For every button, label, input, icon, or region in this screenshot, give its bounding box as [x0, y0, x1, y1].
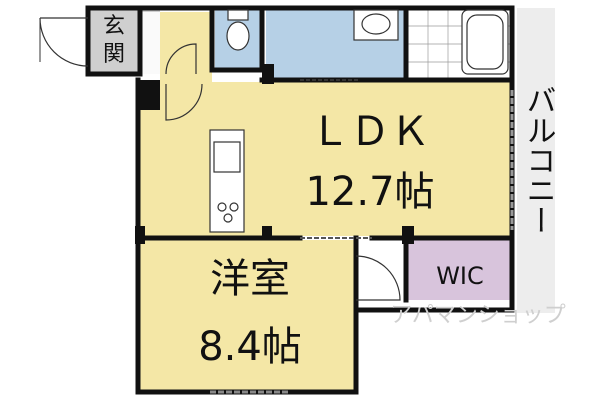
hallway-door	[165, 83, 203, 121]
western-room-size-label: 8.4帖	[198, 324, 302, 370]
washbasin	[353, 9, 399, 41]
kitchen-counter	[209, 129, 245, 233]
ldk-size-label: 12.7帖	[305, 169, 434, 215]
entrance-door	[39, 17, 89, 67]
western-room-floor	[140, 240, 354, 390]
entrance-inner-door	[165, 43, 197, 75]
toilet-fixture	[226, 9, 250, 51]
wic-floor	[408, 240, 512, 300]
western-room-name-label: 洋室	[210, 256, 290, 302]
structure-columns	[135, 64, 414, 244]
ldk-floor	[140, 82, 512, 236]
balcony	[517, 8, 555, 313]
wic-door	[355, 255, 401, 301]
watermark: アパマンショップ	[390, 303, 566, 328]
balcony-label: バルコニー	[521, 85, 556, 235]
ldk-name-label: ＬＤＫ	[310, 109, 430, 155]
entrance-label-line1: 玄関	[103, 14, 125, 67]
entrance-label-char: 玄	[103, 14, 125, 39]
bathtub	[461, 9, 509, 75]
wic-label: WIC	[436, 262, 484, 290]
entrance-label-char: 関	[103, 42, 125, 67]
hallway-floor	[160, 12, 212, 84]
